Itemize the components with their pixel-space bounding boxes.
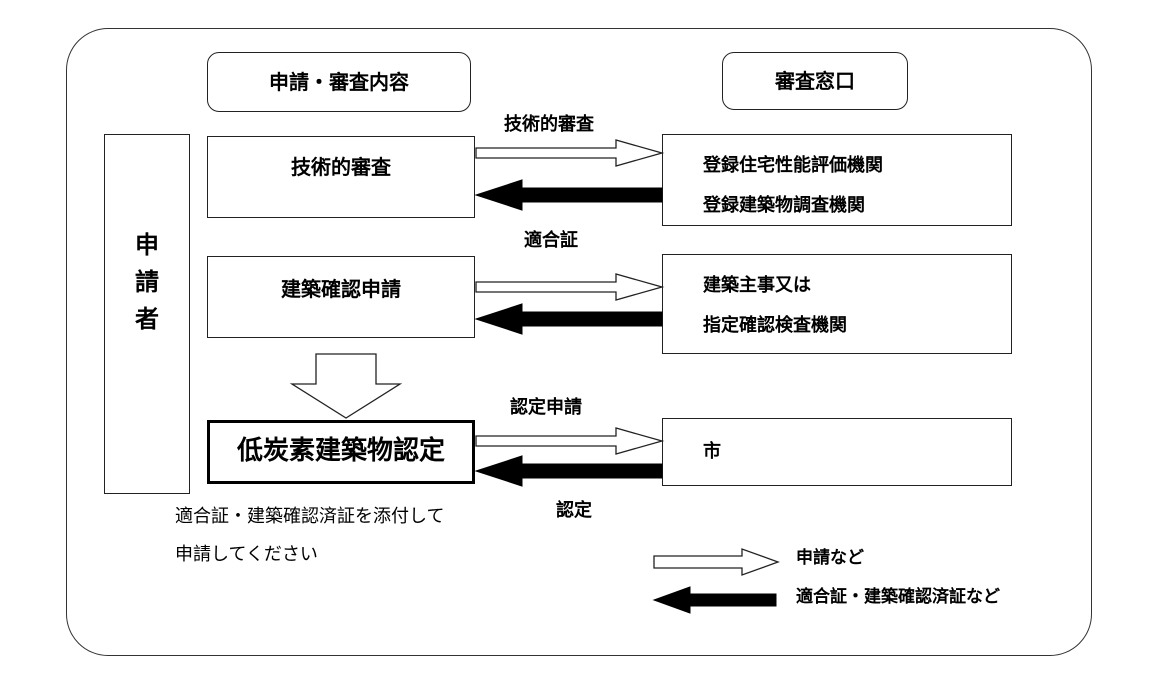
arrow-label-certification-application: 認定申請 (510, 397, 582, 418)
attachment-note-line-1: 適合証・建築確認済証を添付して (175, 506, 445, 527)
applicant-box: 申 請 者 (104, 134, 190, 494)
white-arrow-technical-review (475, 139, 665, 167)
header-application-content: 申請・審査内容 (207, 52, 471, 112)
legend-white-arrow-label: 申請など (796, 548, 864, 568)
white-arrow-building-confirmation (475, 273, 665, 301)
applicant-char-2: 請 (135, 268, 159, 297)
city-label: 市 (703, 441, 721, 462)
white-arrow-certification-application (475, 427, 665, 455)
header-review-window: 審査窓口 (722, 52, 908, 110)
city-box: 市 (662, 418, 1012, 486)
building-confirmation-box: 建築確認申請 (207, 256, 475, 338)
black-arrow-building-confirmation (474, 303, 663, 335)
arrow-label-conformity-certificate: 適合証 (524, 230, 578, 251)
arrow-label-certification: 認定 (556, 500, 592, 521)
header-application-content-label: 申請・審査内容 (269, 70, 409, 94)
header-review-window-label: 審査窓口 (775, 69, 855, 93)
registered-agencies-box: 登録住宅性能評価機関 登録建築物調査機関 (662, 134, 1012, 226)
black-arrow-certification (474, 455, 663, 487)
building-official-line-2: 指定確認検査機関 (703, 315, 847, 336)
building-confirmation-box-label: 建築確認申請 (281, 277, 401, 301)
diagram-frame (66, 28, 1092, 656)
black-arrow-conformity-certificate (474, 179, 663, 211)
applicant-label: 申 請 者 (105, 227, 189, 339)
arrow-label-technical-review: 技術的審査 (504, 114, 594, 135)
building-official-box: 建築主事又は 指定確認検査機関 (662, 254, 1012, 354)
technical-review-box: 技術的審査 (207, 136, 475, 218)
legend-white-arrow-icon (653, 548, 780, 576)
technical-review-box-label: 技術的審査 (291, 155, 391, 179)
agency-building-survey: 登録建築物調査機関 (703, 195, 865, 216)
applicant-char-3: 者 (135, 305, 159, 334)
low-carbon-certification-box-label: 低炭素建築物認定 (236, 436, 445, 466)
applicant-char-1: 申 (135, 231, 159, 259)
legend-black-arrow-icon (652, 586, 777, 614)
agency-housing-performance: 登録住宅性能評価機関 (703, 155, 883, 176)
legend-black-arrow-label: 適合証・建築確認済証など (796, 587, 1000, 607)
attachment-note-line-2: 申請してください (175, 544, 318, 565)
low-carbon-certification-box: 低炭素建築物認定 (207, 420, 475, 484)
down-arrow-to-certification (289, 353, 403, 419)
building-official-line-1: 建築主事又は (703, 275, 811, 296)
